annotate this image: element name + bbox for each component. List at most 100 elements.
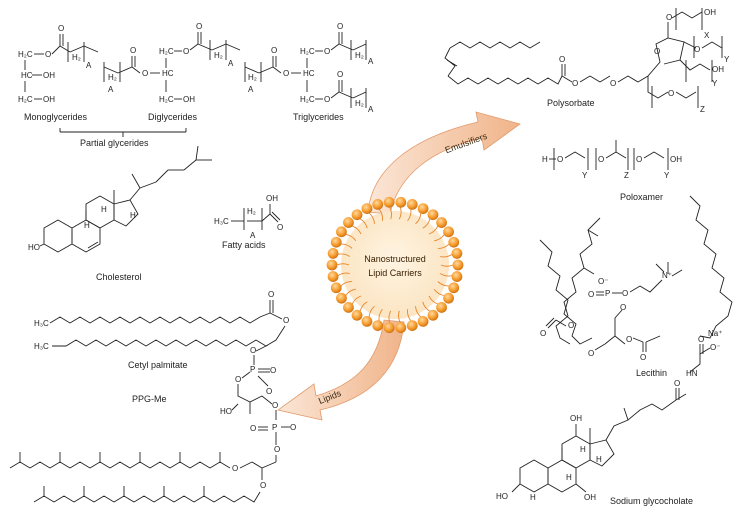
svg-text:H: H: [580, 445, 586, 454]
svg-text:O: O: [196, 22, 202, 31]
fatty-acid-structure: H₃C H₂ A OH O: [214, 194, 283, 240]
lipid-head: [451, 248, 463, 259]
cetyl-palmitate-label: Cetyl palmitate: [128, 360, 188, 370]
svg-text:O: O: [130, 46, 136, 55]
svg-text:H₂: H₂: [355, 99, 364, 108]
svg-text:A: A: [86, 61, 92, 70]
lipid-head: [395, 322, 407, 334]
lipid-tail: [433, 288, 445, 296]
svg-text:H₂C: H₂C: [18, 50, 33, 59]
svg-text:Na⁺: Na⁺: [708, 329, 722, 338]
svg-text:Y: Y: [724, 55, 730, 64]
lipid-head: [351, 209, 363, 221]
svg-text:H₂C: H₂C: [300, 47, 315, 56]
lipid-tail: [340, 243, 353, 249]
lecithin-structure: O O O O P O⁻ O O N⁺ O O: [539, 195, 733, 362]
svg-text:O: O: [324, 47, 330, 56]
svg-text:O: O: [598, 155, 604, 164]
lipid-tail: [337, 253, 351, 257]
lipid-tail: [336, 263, 350, 266]
lipid-head: [383, 196, 395, 208]
lipid-tail: [368, 305, 375, 317]
svg-text:O: O: [45, 50, 51, 59]
svg-text:Z: Z: [624, 171, 629, 180]
svg-text:O: O: [568, 321, 574, 330]
svg-text:H₂C: H₂C: [18, 95, 33, 104]
svg-text:O: O: [694, 45, 700, 54]
lipid-tail: [440, 253, 453, 258]
svg-text:H₂C: H₂C: [300, 95, 315, 104]
lipid-tail: [440, 264, 454, 267]
lipid-tail: [407, 309, 412, 322]
svg-text:O: O: [620, 303, 626, 312]
lipid-head: [343, 217, 354, 228]
lipid-tail: [345, 234, 357, 242]
svg-text:O: O: [250, 346, 256, 355]
cetyl-palmitate-structure: H₃C O O H₃C: [34, 290, 289, 351]
lipid-head: [336, 226, 347, 238]
lipid-tail: [359, 301, 368, 312]
lipid-head: [427, 209, 439, 221]
lipid-head: [351, 309, 363, 321]
svg-text:Z: Z: [700, 105, 705, 114]
svg-text:HC: HC: [21, 71, 33, 80]
svg-text:N⁺: N⁺: [662, 271, 672, 280]
svg-text:O: O: [268, 290, 274, 299]
lipid-tail: [428, 295, 439, 305]
svg-text:O: O: [559, 55, 565, 64]
svg-text:A: A: [228, 59, 234, 68]
svg-text:H₂: H₂: [214, 51, 223, 60]
lipid-tail: [422, 301, 431, 312]
svg-text:OH: OH: [584, 493, 596, 502]
svg-text:P: P: [605, 289, 610, 298]
lipid-tail: [398, 310, 401, 323]
svg-text:H₂C: H₂C: [159, 47, 174, 56]
svg-text:O: O: [235, 375, 241, 384]
lipid-head: [383, 322, 395, 334]
lipid-head: [436, 302, 447, 313]
center-title-line2: Lipid Carriers: [368, 268, 422, 278]
polysorbate-label: Polysorbate: [547, 98, 595, 108]
lipid-tail: [359, 218, 368, 229]
svg-text:OH: OH: [43, 95, 55, 104]
lipid-head: [427, 309, 439, 321]
svg-text:O: O: [668, 89, 674, 98]
lipid-tail: [415, 306, 422, 318]
svg-text:OH: OH: [43, 71, 55, 80]
cholesterol-structure: H H H HO: [28, 145, 212, 253]
svg-text:P: P: [272, 423, 277, 432]
partial-glycerides-bracket: [59, 128, 187, 137]
lipid-tail: [378, 308, 383, 321]
lipid-tail: [345, 288, 356, 296]
poloxamer-label: Poloxamer: [620, 192, 664, 202]
svg-text:O: O: [337, 22, 343, 31]
svg-text:O⁻: O⁻: [598, 277, 608, 286]
svg-text:OH: OH: [712, 65, 724, 74]
svg-text:O: O: [272, 401, 278, 410]
triglyceride-structure: H₂C O O H₂ A HC O O H₂ A H₂C O O: [244, 22, 374, 114]
svg-text:HC: HC: [303, 69, 315, 78]
lipid-head: [361, 203, 373, 215]
lipid-tail: [368, 212, 375, 224]
lipid-tail: [337, 272, 350, 277]
svg-text:O: O: [250, 424, 256, 433]
fatty-acids-label: Fatty acids: [222, 240, 266, 250]
cholesterol-label: Cholesterol: [96, 272, 142, 282]
svg-text:Y: Y: [712, 79, 718, 88]
svg-text:O: O: [588, 349, 594, 358]
svg-text:H₂: H₂: [72, 53, 81, 62]
svg-text:H: H: [596, 455, 602, 464]
svg-text:O: O: [640, 353, 646, 362]
lipid-head: [327, 248, 339, 259]
svg-text:O: O: [283, 69, 289, 78]
svg-text:HO: HO: [496, 492, 508, 501]
svg-text:H₂: H₂: [248, 73, 257, 82]
lipid-tail: [439, 273, 453, 277]
triglycerides-label: Triglycerides: [293, 112, 344, 122]
svg-text:O: O: [270, 366, 276, 375]
svg-text:O: O: [588, 290, 594, 299]
lipid-head: [343, 302, 354, 313]
svg-text:O: O: [674, 379, 680, 388]
svg-text:OH: OH: [266, 194, 278, 203]
